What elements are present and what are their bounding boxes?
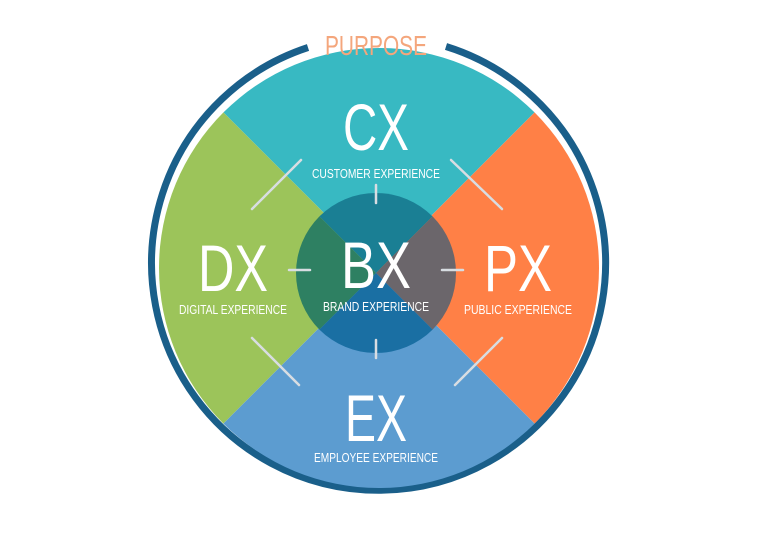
connector-top-right bbox=[449, 158, 504, 211]
cx-label: CUSTOMER EXPERIENCE bbox=[312, 166, 440, 181]
ex-label: EMPLOYEE EXPERIENCE bbox=[314, 450, 438, 465]
cx-abbr: CX bbox=[343, 90, 409, 164]
px-abbr: PX bbox=[484, 231, 552, 305]
connector-bottom-left bbox=[250, 336, 301, 387]
connectors bbox=[250, 158, 504, 387]
dx-abbr: DX bbox=[198, 231, 268, 305]
dx-label: DIGITAL EXPERIENCE bbox=[179, 302, 287, 317]
connector-top-left bbox=[250, 158, 303, 211]
bx-abbr: BX bbox=[341, 228, 411, 302]
ex-abbr: EX bbox=[345, 381, 407, 455]
purpose-label: PURPOSE bbox=[325, 30, 427, 61]
bx-label: BRAND EXPERIENCE bbox=[323, 299, 429, 314]
connector-bottom-right bbox=[453, 336, 504, 387]
px-label: PUBLIC EXPERIENCE bbox=[464, 302, 572, 317]
outer-ring bbox=[148, 43, 610, 494]
